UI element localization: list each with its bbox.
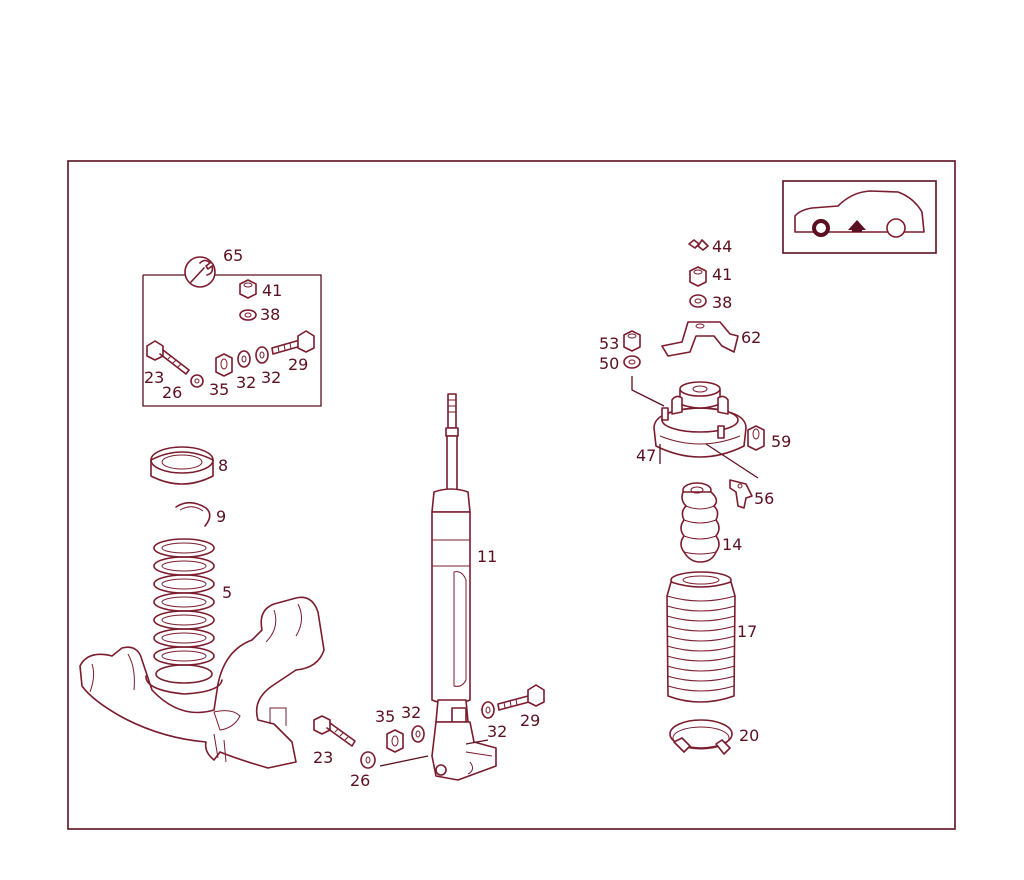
callout-47: 47 <box>636 446 656 465</box>
callout-32-lower-b: 32 <box>487 722 507 741</box>
washer-32-lower-a <box>411 725 425 743</box>
washer-32-a <box>237 350 251 368</box>
lower-control-arm <box>79 596 325 769</box>
callout-26-lower: 26 <box>350 771 370 790</box>
wrench-icon <box>184 256 216 288</box>
washer-50 <box>623 355 641 369</box>
callout-44: 44 <box>712 237 732 256</box>
strut-mount-47 <box>653 381 747 458</box>
callout-11: 11 <box>477 547 497 566</box>
washer-26-lower <box>360 751 376 769</box>
bracket-62 <box>661 321 739 357</box>
callout-9: 9 <box>216 507 226 526</box>
bracket-56 <box>729 479 753 509</box>
callout-8: 8 <box>218 456 228 475</box>
coil-spring-5 <box>145 538 223 695</box>
callout-38-upper: 38 <box>712 293 732 312</box>
callout-59: 59 <box>771 432 791 451</box>
washer-32-b <box>255 346 269 364</box>
leader-lines <box>379 376 759 767</box>
callout-29-kit: 29 <box>288 355 308 374</box>
callout-26-kit: 26 <box>162 383 182 402</box>
callout-35-lower: 35 <box>375 707 395 726</box>
callout-41-kit: 41 <box>262 281 282 300</box>
washer-32-lower-b <box>481 701 495 719</box>
callout-17: 17 <box>737 622 757 641</box>
bolt-23-lower <box>313 715 356 747</box>
hardware-kit-bracket <box>142 274 322 407</box>
callout-62: 62 <box>741 328 761 347</box>
nut-41-upper <box>689 266 707 287</box>
callout-23-lower: 23 <box>313 748 333 767</box>
callout-20: 20 <box>739 726 759 745</box>
bellows-17 <box>666 571 736 703</box>
callout-65: 65 <box>223 246 243 265</box>
callout-32-lower-a: 32 <box>401 703 421 722</box>
diagram-frame <box>67 160 956 830</box>
nut-59 <box>747 425 765 451</box>
spring-pad-8 <box>150 446 214 485</box>
washer-38-upper <box>689 294 707 308</box>
callout-50: 50 <box>599 354 619 373</box>
callout-29-lower: 29 <box>520 711 540 730</box>
callout-56: 56 <box>754 489 774 508</box>
nut-35-lower <box>386 729 404 753</box>
shock-absorber-11 <box>431 393 497 781</box>
callout-32-kit-a: 32 <box>236 373 256 392</box>
clip-9 <box>175 501 211 527</box>
bolt-29-lower <box>497 684 545 711</box>
clamp-20 <box>669 719 733 755</box>
callout-38-kit: 38 <box>260 305 280 324</box>
callout-32-kit-b: 32 <box>261 368 281 387</box>
cap-44 <box>688 239 709 251</box>
nut-41 <box>239 279 257 299</box>
callout-41-upper: 41 <box>712 265 732 284</box>
callout-23-kit: 23 <box>144 368 164 387</box>
nut-35 <box>215 353 233 377</box>
callout-14: 14 <box>722 535 742 554</box>
callout-53: 53 <box>599 334 619 353</box>
callout-5: 5 <box>222 583 232 602</box>
callout-35-kit: 35 <box>209 380 229 399</box>
nut-53 <box>623 330 641 352</box>
bolt-23 <box>146 340 190 375</box>
washer-38 <box>239 309 257 321</box>
bolt-29 <box>271 330 315 355</box>
car-front-axle-locator-icon <box>782 180 937 254</box>
washer-26 <box>190 374 204 388</box>
bump-stop-14 <box>680 482 720 563</box>
